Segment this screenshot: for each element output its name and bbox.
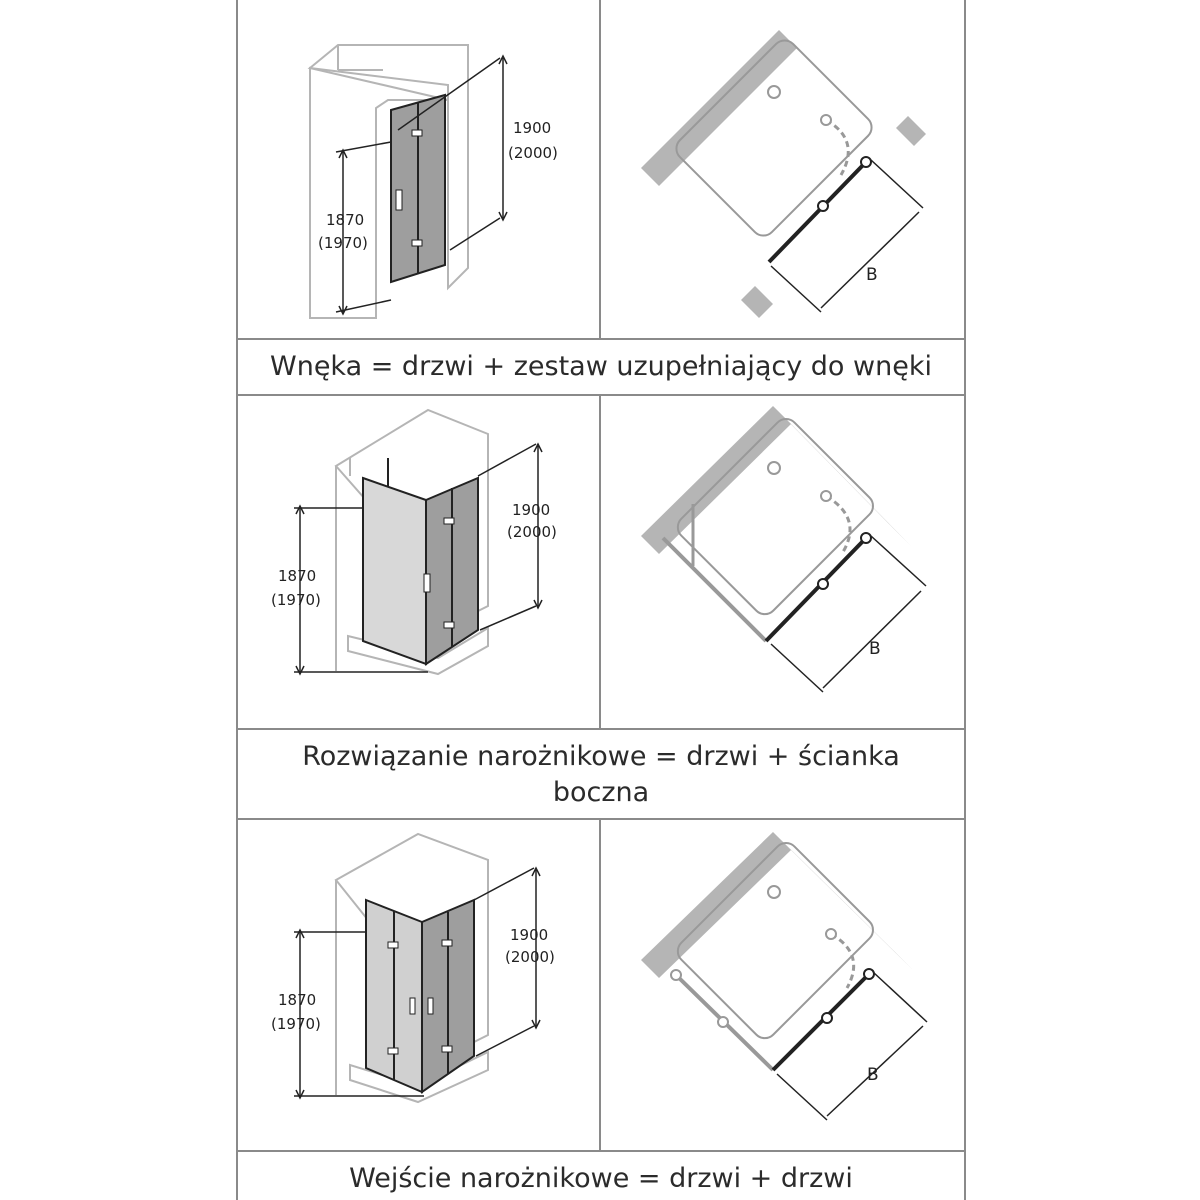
height-a-alt-label: (2000) xyxy=(508,144,558,162)
row2-column-divider xyxy=(599,396,601,728)
folding-door-plan xyxy=(767,114,872,264)
installation-variants-table: 1900 (2000) 1870 (1970) xyxy=(236,0,966,1200)
row3-top-separator xyxy=(238,818,964,820)
height-a-label: 1900 xyxy=(510,926,548,944)
row2-top-separator xyxy=(238,394,964,396)
row3-front-view: 1900 (2000) 1870 (1970) xyxy=(238,820,599,1150)
height-a-alt-label: (2000) xyxy=(507,523,557,541)
height-a-label: 1900 xyxy=(513,119,551,137)
width-b-label: B xyxy=(869,639,881,659)
row1-column-divider xyxy=(599,0,601,338)
row2-separator xyxy=(238,728,964,730)
row3-separator xyxy=(238,1150,964,1152)
corner-entry-plan-diagram: B xyxy=(641,832,928,1121)
height-b-label: 1870 xyxy=(278,991,316,1009)
row1-caption: Wnęka = drzwi + zestaw uzupełniający do … xyxy=(270,351,932,382)
row1-plan-view: B xyxy=(601,0,964,338)
row2-caption-line1: Rozwiązanie narożnikowe = drzwi + ściank… xyxy=(302,741,900,772)
folding-door xyxy=(390,93,446,284)
niche-plan-diagram: B xyxy=(609,30,926,318)
side-panel-plan xyxy=(661,504,768,643)
height-b-alt-label: (1970) xyxy=(318,234,368,252)
corner-entry-elevation-diagram: 1900 (2000) 1870 (1970) xyxy=(271,832,555,1104)
niche-door-elevation-diagram: 1900 (2000) 1870 (1970) xyxy=(307,44,558,319)
row2-plan-view: B xyxy=(601,396,964,728)
row3-plan-view: B xyxy=(601,820,964,1150)
left-folding-door-plan xyxy=(670,969,775,1072)
folding-door-plan xyxy=(764,490,872,643)
corner-door-and-side-panel xyxy=(362,458,479,666)
width-b-label: B xyxy=(866,265,878,285)
corner-plan-diagram: B xyxy=(641,406,927,693)
height-b-label: 1870 xyxy=(278,567,316,585)
row2-caption-line2: boczna xyxy=(552,777,650,808)
row1-separator xyxy=(238,338,964,340)
right-folding-door-plan xyxy=(771,928,875,1072)
height-a-alt-label: (2000) xyxy=(505,948,555,966)
row3-caption: Wejście narożnikowe = drzwi + drzwi xyxy=(349,1163,853,1194)
row2-front-view: 1900 (2000) 1870 (1970) xyxy=(238,396,599,728)
corner-double-doors xyxy=(365,898,475,1094)
row1-front-view: 1900 (2000) 1870 (1970) xyxy=(238,0,599,338)
height-b-alt-label: (1970) xyxy=(271,1015,321,1033)
width-b-label: B xyxy=(867,1065,879,1085)
corner-door-sidewall-elevation-diagram: 1900 (2000) 1870 (1970) xyxy=(271,408,557,676)
height-a-label: 1900 xyxy=(512,501,550,519)
height-b-label: 1870 xyxy=(326,211,364,229)
row3-column-divider xyxy=(599,820,601,1150)
height-b-alt-label: (1970) xyxy=(271,591,321,609)
